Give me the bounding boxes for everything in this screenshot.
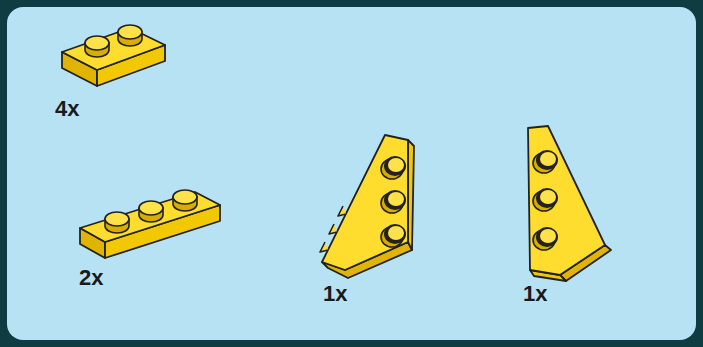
quantity-label: 4x [55, 98, 79, 120]
wedge-plate-left [320, 135, 414, 278]
quantity-label: 2x [79, 267, 103, 289]
quantity-label: 1x [523, 283, 547, 305]
wedge-plate-right [528, 126, 611, 281]
plate-1x2 [62, 25, 165, 86]
quantity-label: 1x [323, 283, 347, 305]
plate-1x3 [80, 190, 220, 258]
panel [7, 7, 696, 340]
